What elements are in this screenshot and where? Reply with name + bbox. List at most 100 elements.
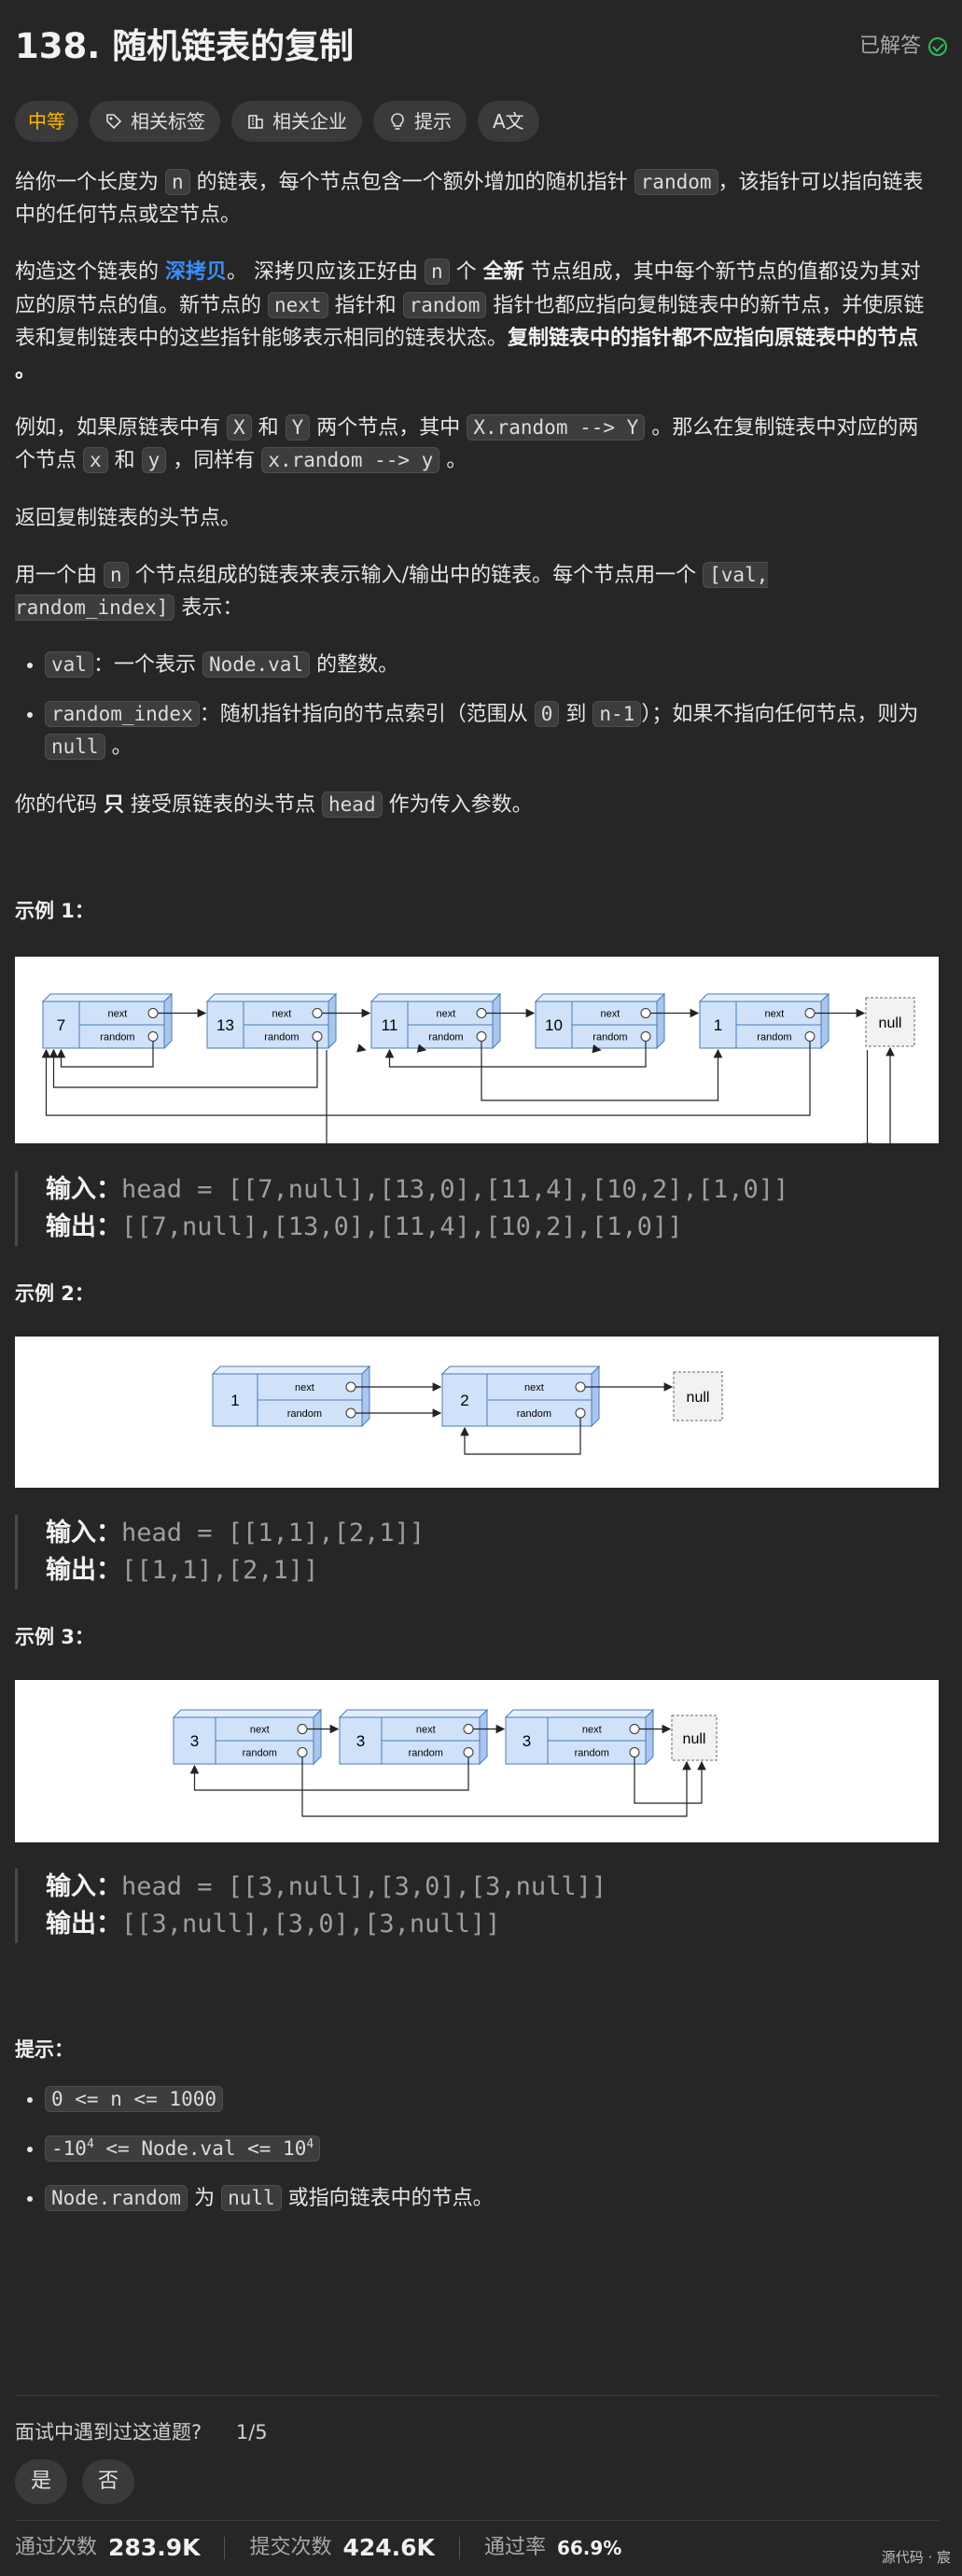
node-side-face (591, 1365, 600, 1428)
code-random-index: random_index (45, 701, 200, 728)
related-companies-button[interactable]: 相关企业 (231, 101, 362, 142)
next-pointer (312, 1008, 323, 1018)
text: 和 (251, 416, 286, 441)
text: 指针也都应指向复制链表中的新节点，并使原链表和复制链表中的这些指针能够表示相同的… (15, 293, 925, 350)
random-pointer (297, 1747, 308, 1757)
footer-source[interactable]: 源代码 · 宸 (881, 2549, 951, 2566)
pointer-arrow (326, 1046, 895, 1152)
translate-icon: A文 (493, 110, 524, 133)
next-pointer (147, 1008, 159, 1018)
next-label: next (437, 1009, 456, 1020)
next-pointer (640, 1008, 651, 1018)
text: 。 深拷贝应该正好由 (227, 260, 425, 285)
random-label: random (409, 1748, 443, 1759)
hint-button[interactable]: 提示 (373, 101, 467, 142)
accepted-value: 283.9K (108, 2534, 201, 2561)
next-pointer (804, 1008, 816, 1018)
null-label: null (687, 1390, 710, 1406)
text: 。那么在复制链表中对应的两个节点 (15, 416, 919, 473)
text: 用一个由 (15, 563, 104, 587)
input-value: head = [[1,1],[2,1]] (121, 1519, 425, 1547)
code-x-random-lower: x.random --> y (261, 447, 440, 474)
text: 。 (439, 449, 467, 473)
related-tags-button[interactable]: 相关标签 (90, 101, 220, 142)
text: 作为传入参数。 (382, 792, 533, 817)
random-label: random (243, 1748, 277, 1759)
node-value: 3 (190, 1732, 199, 1750)
interview-answer-buttons: 是 否 (15, 2459, 134, 2504)
list-item: 0 <= n <= 1000 (45, 2083, 939, 2116)
output-value: [[7,null],[13,0],[11,4],[10,2],[1,0]] (121, 1212, 683, 1241)
code-n: n (104, 561, 129, 588)
pointer-arrow (49, 1041, 318, 1088)
interview-question: 面试中遇到过这道题? 1/5 (15, 2417, 268, 2449)
pointer-arrow (56, 1041, 154, 1068)
random-pointer (345, 1407, 356, 1419)
page-title: 138. 随机链表的复制 (15, 26, 355, 66)
difficulty-badge[interactable]: 中等 (15, 101, 78, 142)
node-side-face (492, 992, 501, 1050)
rate-label: 通过率 (483, 2536, 546, 2560)
node-top-face (504, 1709, 655, 1718)
code-null: null (45, 734, 105, 761)
text: 的链表，每个节点包含一个额外增加的随机指针 (189, 171, 634, 194)
next-label: next (582, 1725, 602, 1736)
problem-description: 给你一个长度为 n 的链表，每个节点包含一个额外增加的随机指针 random，该… (15, 166, 939, 846)
next-label: next (295, 1382, 314, 1393)
yes-button[interactable]: 是 (15, 2459, 67, 2504)
translate-button[interactable]: A文 (478, 101, 539, 142)
next-label: next (601, 1009, 620, 1020)
node-side-face (820, 992, 830, 1050)
desc-paragraph-3: 例如，如果原链表中有 X 和 Y 两个节点，其中 X.random --> Y … (15, 412, 939, 477)
text: 或指向链表中的节点。 (281, 2187, 494, 2211)
desc-paragraph-5: 用一个由 n 个节点组成的链表来表示输入/输出中的链表。每个节点用一个 [val… (15, 559, 939, 624)
solved-status: 已解答 (859, 30, 947, 63)
constraint-node-val: -104 <= Node.val <= 104 (45, 2135, 321, 2163)
random-pointer (147, 1031, 159, 1042)
no-button[interactable]: 否 (82, 2459, 134, 2504)
text: ：随机指针指向的节点索引（范围从 (199, 703, 535, 727)
example-2-io: 输入：head = [[1,1],[2,1]] 输出：[[1,1],[2,1]] (15, 1515, 939, 1589)
constraints-title: 提示： (15, 2038, 74, 2061)
desc-paragraph-2: 构造这个链表的 深拷贝。 深拷贝应该正好由 n 个 全新 节点组成，其中每个新节… (15, 259, 925, 383)
example-2-title: 示例 2： (15, 1282, 94, 1305)
deep-copy-link[interactable]: 深拷贝 (165, 260, 228, 285)
node-top-face (698, 993, 830, 1002)
submissions-value: 424.6K (342, 2534, 435, 2561)
example-1-diagram: 7nextrandom13nextrandom11nextrandom10nex… (41, 992, 915, 1153)
next-pointer (476, 1008, 487, 1018)
superscript: 4 (306, 2137, 314, 2152)
code-random: random (402, 291, 487, 318)
input-value: head = [[7,null],[13,0],[11,4],[10,2],[1… (121, 1175, 789, 1204)
text: 接受原链表的头节点 (124, 792, 323, 817)
code-x-random: X.random --> Y (467, 414, 646, 441)
node-side-face (328, 992, 337, 1050)
output-value: [[1,1],[2,1]] (121, 1556, 319, 1585)
interview-count: 1/5 (235, 2421, 268, 2443)
pointer-arrow (384, 1041, 647, 1068)
text: 构造这个链表的 (15, 260, 165, 285)
text: 表示： (174, 595, 244, 620)
random-pointer (575, 1407, 586, 1419)
code-head: head (322, 791, 383, 818)
list-item: -104 <= Node.val <= 104 (45, 2133, 939, 2165)
text: 为 (188, 2187, 222, 2211)
next-label: next (765, 1009, 785, 1020)
example-3-io: 输入：head = [[3,null],[3,0],[3,null]] 输出：[… (15, 1869, 939, 1943)
node-value: 13 (216, 1016, 234, 1034)
title-row: 138. 随机链表的复制 已解答 (15, 21, 947, 73)
pointer-arrow (301, 1757, 691, 1817)
constraints-list: 0 <= n <= 1000 -104 <= Node.val <= 104 N… (15, 2083, 939, 2233)
node-value: 3 (523, 1732, 531, 1750)
code-next: next (268, 291, 328, 318)
code-val: val (45, 651, 93, 679)
code-n-minus-1: n-1 (593, 701, 642, 728)
stats-divider (224, 2537, 226, 2559)
output-label: 输出： (46, 1212, 121, 1241)
node-top-face (534, 993, 666, 1002)
related-companies-label: 相关企业 (272, 110, 347, 133)
stats-bar: 通过次数 283.9K 提交次数 424.6K 通过率 66.9% (15, 2529, 621, 2567)
check-circle-icon (928, 36, 947, 56)
